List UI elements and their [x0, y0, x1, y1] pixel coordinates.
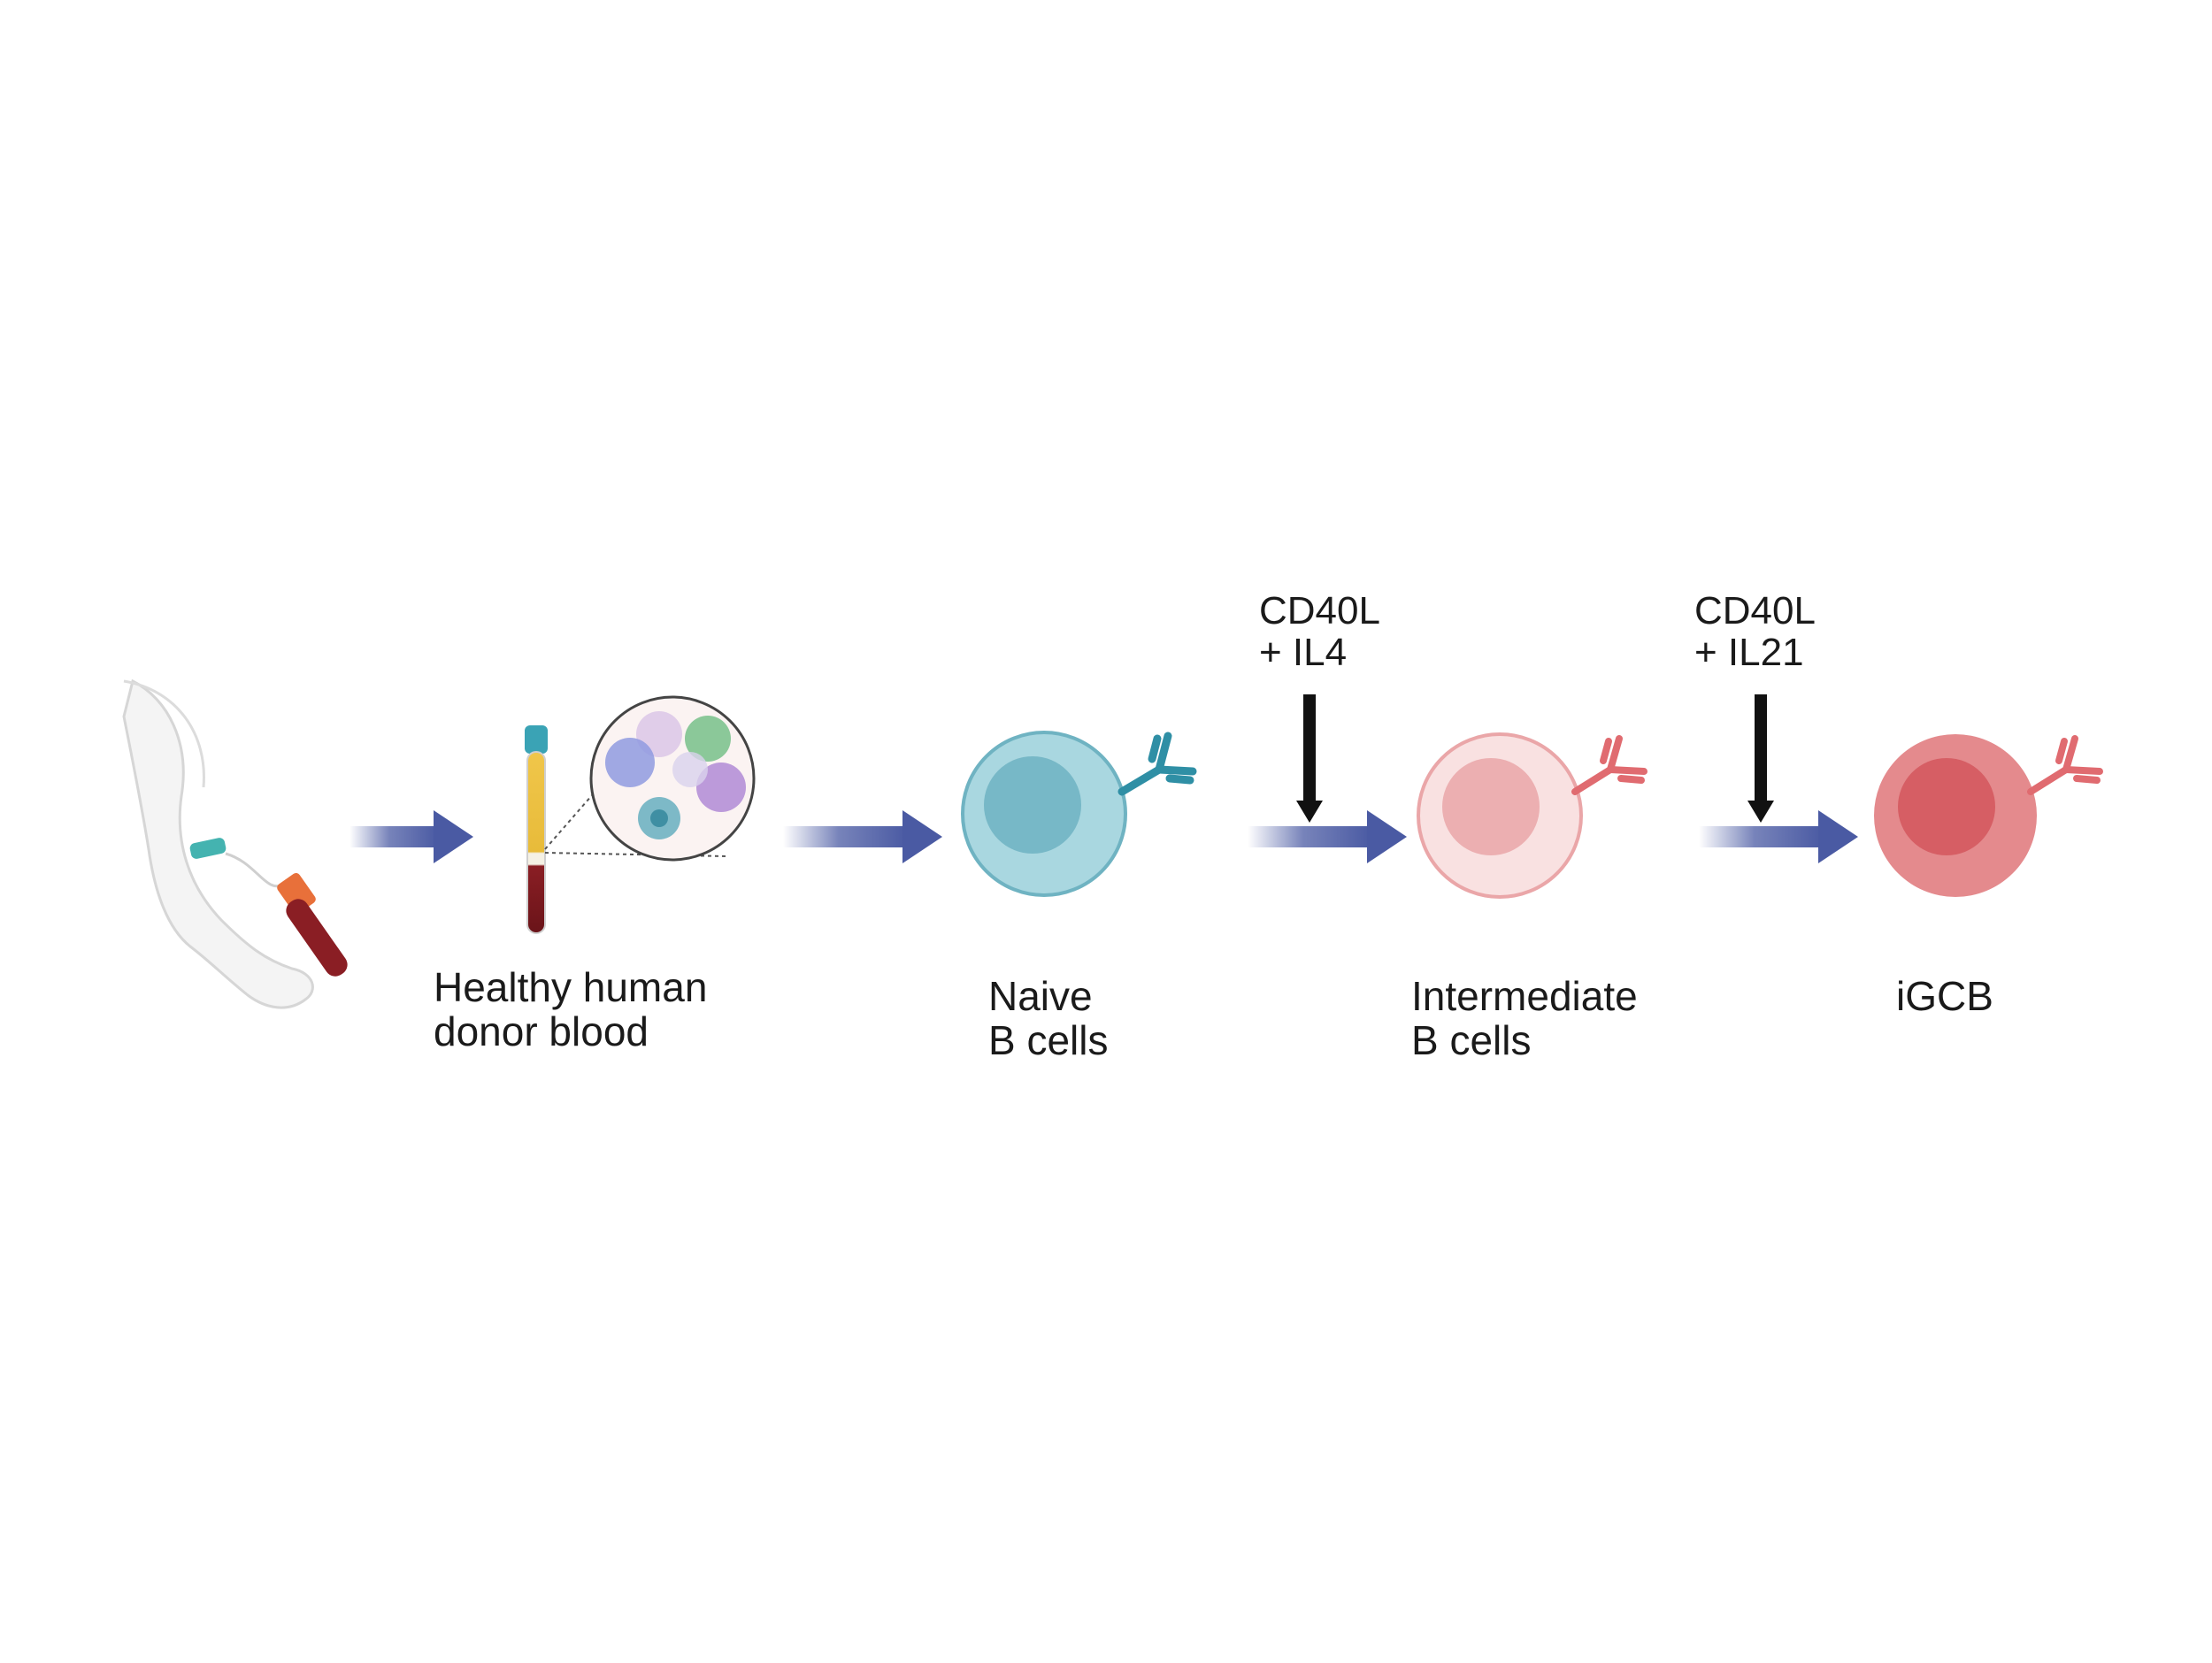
- tourniquet-icon: [189, 838, 227, 859]
- zoom-line-top: [544, 773, 611, 850]
- neutrophil-icon: [685, 716, 731, 762]
- intermediate-antibody-icon: [1571, 735, 1647, 795]
- arm-contour-icon: [123, 679, 205, 788]
- blood-tube-illustration: [525, 695, 756, 934]
- stimulus-2-line-1: CD40L: [1694, 589, 1816, 632]
- stimulus-1-line-2: + IL4: [1259, 631, 1347, 674]
- naive-antibody-icon: [1118, 732, 1197, 796]
- arrow-intermediate-to-igcb: [1699, 810, 1858, 863]
- tubing-icon: [225, 852, 284, 888]
- monocyte-icon: [696, 763, 746, 812]
- blood-label-line-2: donor blood: [434, 1008, 649, 1054]
- tube-body-icon: [526, 751, 546, 934]
- granulocyte-icon: [605, 738, 655, 787]
- blood-label-line-1: Healthy human: [434, 964, 707, 1010]
- collection-tube-icon: [286, 899, 348, 977]
- igcb-cell-icon: [1874, 734, 2103, 897]
- arm-blood-draw-illustration: [122, 678, 348, 1009]
- naive-label-line-1: Naive: [988, 973, 1093, 1019]
- arrow-blood-to-naive: [783, 810, 942, 863]
- intermediate-label-line-1: Intermediate: [1411, 973, 1638, 1019]
- blood-cell-icon: [672, 752, 708, 787]
- naive-label-line-2: B cells: [988, 1017, 1108, 1063]
- tube-cap-icon: [525, 725, 548, 754]
- intermediate-label-line-2: B cells: [1411, 1017, 1531, 1063]
- naive-b-cell-icon: [961, 731, 1197, 897]
- stimulus-arrow-1: [1296, 694, 1323, 823]
- igcb-antibody-icon: [2027, 735, 2103, 795]
- stimulus-2-line-2: + IL21: [1694, 631, 1804, 674]
- igcb-label: iGCB: [1896, 973, 1993, 1019]
- dendritic-nucleus-icon: [650, 809, 668, 827]
- stimulus-1-line-1: CD40L: [1259, 589, 1380, 632]
- stimulus-arrow-2: [1747, 694, 1774, 823]
- arrow-naive-to-intermediate: [1248, 810, 1407, 863]
- arrow-arm-to-blood: [349, 810, 473, 863]
- intermediate-b-cell-icon: [1417, 732, 1647, 899]
- arm-icon: [122, 678, 314, 1009]
